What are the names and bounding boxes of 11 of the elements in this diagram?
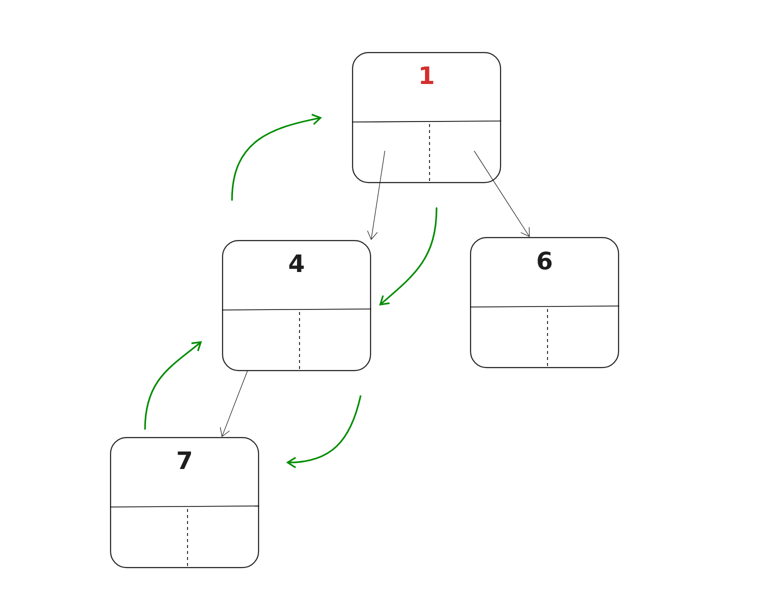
arrow — [379, 207, 438, 306]
node-box: 1 — [352, 52, 502, 184]
node-box: 4 — [222, 240, 372, 372]
arrow — [220, 370, 248, 437]
arrow — [286, 395, 362, 468]
node-box: 7 — [110, 437, 260, 568]
arrow — [474, 150, 530, 237]
arrow — [144, 341, 202, 430]
node-box: 6 — [470, 237, 620, 368]
arrow — [367, 150, 386, 240]
arrow — [231, 114, 322, 201]
